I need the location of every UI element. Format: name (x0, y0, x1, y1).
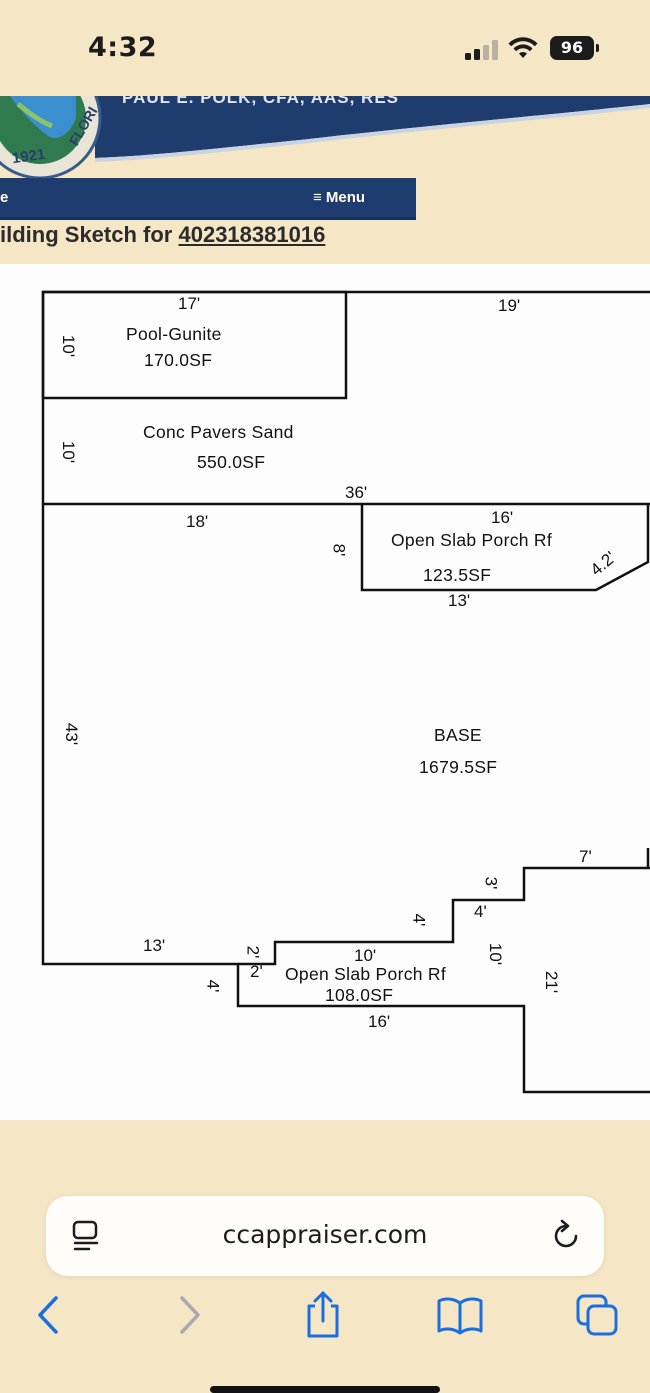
url-text[interactable]: ccappraiser.com (222, 1220, 428, 1249)
dimension-label: 10' (486, 942, 506, 966)
tabs-icon[interactable] (572, 1290, 622, 1340)
parcel-link[interactable]: 402318381016 (178, 222, 326, 247)
dimension-label: 10' (59, 440, 79, 464)
nav-bar: e ≡ Menu (0, 178, 416, 220)
dimension-label: 43' (62, 722, 82, 746)
page-menu-icon[interactable] (72, 1220, 100, 1252)
nav-home-link[interactable]: e (0, 189, 9, 206)
area-name: Pool-Gunite (126, 324, 222, 344)
dimension-label: 36' (345, 483, 368, 502)
status-bar: 4:32 96 (0, 0, 650, 96)
bookmarks-icon[interactable] (435, 1290, 485, 1340)
area-sf: 123.5SF (423, 565, 492, 585)
porch2-outline (238, 866, 650, 966)
title-prefix: ilding Sketch for (0, 222, 173, 247)
area-sf: 550.0SF (197, 452, 266, 472)
dimension-label: 2' (250, 962, 263, 981)
dimension-label: 16' (368, 1012, 391, 1031)
area-sf: 108.0SF (325, 985, 394, 1005)
dimension-label: 10' (354, 946, 377, 965)
dimension-label: 19' (498, 296, 521, 315)
building-sketch: Pool-Gunite 170.0SF Conc Pavers Sand 550… (0, 264, 650, 1120)
area-name: Open Slab Porch Rf (391, 530, 553, 550)
share-icon[interactable] (298, 1290, 348, 1340)
dimension-label: 13' (448, 591, 471, 610)
dimension-label: 21' (542, 970, 562, 994)
area-sf: 170.0SF (144, 350, 213, 370)
dimension-label: 10' (59, 334, 79, 358)
page-title: ilding Sketch for 402318381016 (0, 222, 325, 252)
battery-indicator: 96 (550, 36, 599, 60)
banner-text: PAUL E. POLK, CFA, AAS, RES (122, 96, 399, 107)
dimension-label: 3' (481, 876, 501, 890)
status-time: 4:32 (88, 32, 158, 63)
home-indicator (210, 1386, 440, 1393)
back-icon[interactable] (24, 1290, 74, 1340)
dimension-label: 8' (329, 543, 349, 557)
menu-button[interactable]: ≡ Menu (313, 189, 366, 206)
dimension-label: 7' (579, 847, 592, 866)
sketch-drawing (41, 290, 650, 1094)
dimension-label: 17' (178, 294, 201, 313)
dimension-label: 13' (143, 936, 166, 955)
area-name: BASE (434, 725, 482, 745)
dimension-label: 2' (243, 945, 263, 959)
area-name: Open Slab Porch Rf (285, 964, 447, 984)
header-banner (95, 96, 650, 162)
forward-icon[interactable] (164, 1290, 214, 1340)
dimension-label: 16' (491, 508, 514, 527)
cellular-signal-icon (465, 40, 499, 60)
area-sf: 1679.5SF (419, 757, 498, 777)
dimension-label: 4' (203, 979, 223, 993)
area-name: Conc Pavers Sand (143, 422, 294, 442)
browser-toolbar (0, 1290, 650, 1350)
wifi-icon (508, 37, 538, 58)
dimension-label: 4' (474, 902, 487, 921)
dimension-label: 18' (186, 512, 209, 531)
porch1-outline (360, 504, 650, 592)
dimension-label: 4' (409, 913, 429, 927)
site-header: PAUL E. POLK, CFA, AAS, RES 1921 FLORI (0, 96, 650, 180)
address-bar[interactable]: ccappraiser.com (46, 1196, 604, 1276)
base-outline (41, 504, 650, 1094)
pool-gunite-outline (41, 290, 348, 400)
reload-icon[interactable] (552, 1218, 582, 1252)
